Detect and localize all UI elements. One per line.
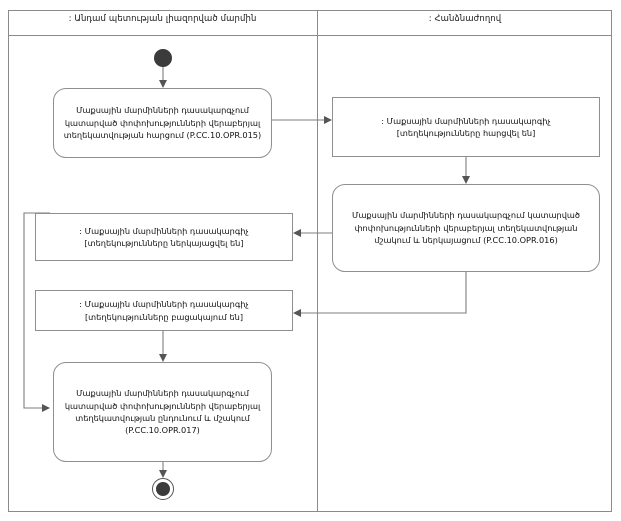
swimlane-vertical-divider	[317, 10, 318, 512]
object-node-classifier-submitted[interactable]: : Մաքսային մարմինների դասակարգիչ [տեղեկո…	[35, 213, 293, 261]
object-node-label: : Մաքսային մարմինների դասակարգիչ [տեղեկո…	[381, 115, 551, 138]
object-node-classifier-absent[interactable]: : Մաքսային մարմինների դասակարգիչ [տեղեկո…	[35, 290, 293, 331]
action-node-receive-and-process-info[interactable]: Մաքսային մարմինների դասակարգչում կատարվա…	[53, 362, 272, 462]
final-node	[152, 478, 174, 500]
initial-node	[154, 49, 172, 67]
swimlane-title-member-state-authority: : Անդամ պետության լիազորված մարմին	[68, 14, 257, 24]
action-node-label: Մաքսային մարմինների դասակարգչում կատարվա…	[351, 210, 581, 246]
object-node-label: : Մաքսային մարմինների դասակարգիչ [տեղեկո…	[79, 225, 249, 248]
action-node-label: Մաքսային մարմինների դասակարգչում կատարվա…	[64, 388, 261, 436]
object-node-classifier-requested[interactable]: : Մաքսային մարմինների դասակարգիչ [տեղեկո…	[332, 97, 600, 157]
object-node-label: : Մաքսային մարմինների դասակարգիչ [տեղեկո…	[79, 299, 249, 322]
swimlane-header-divider	[8, 35, 612, 36]
action-node-process-and-submit-info[interactable]: Մաքսային մարմինների դասակարգչում կատարվա…	[332, 184, 600, 272]
swimlane-title-commission: : Հանձնաժողով	[428, 14, 502, 24]
action-node-request-classifier-changes[interactable]: Մաքսային մարմինների դասակարգչում կատարվա…	[53, 88, 272, 158]
action-node-label: Մաքսային մարմինների դասակարգչում կատարվա…	[63, 105, 262, 141]
